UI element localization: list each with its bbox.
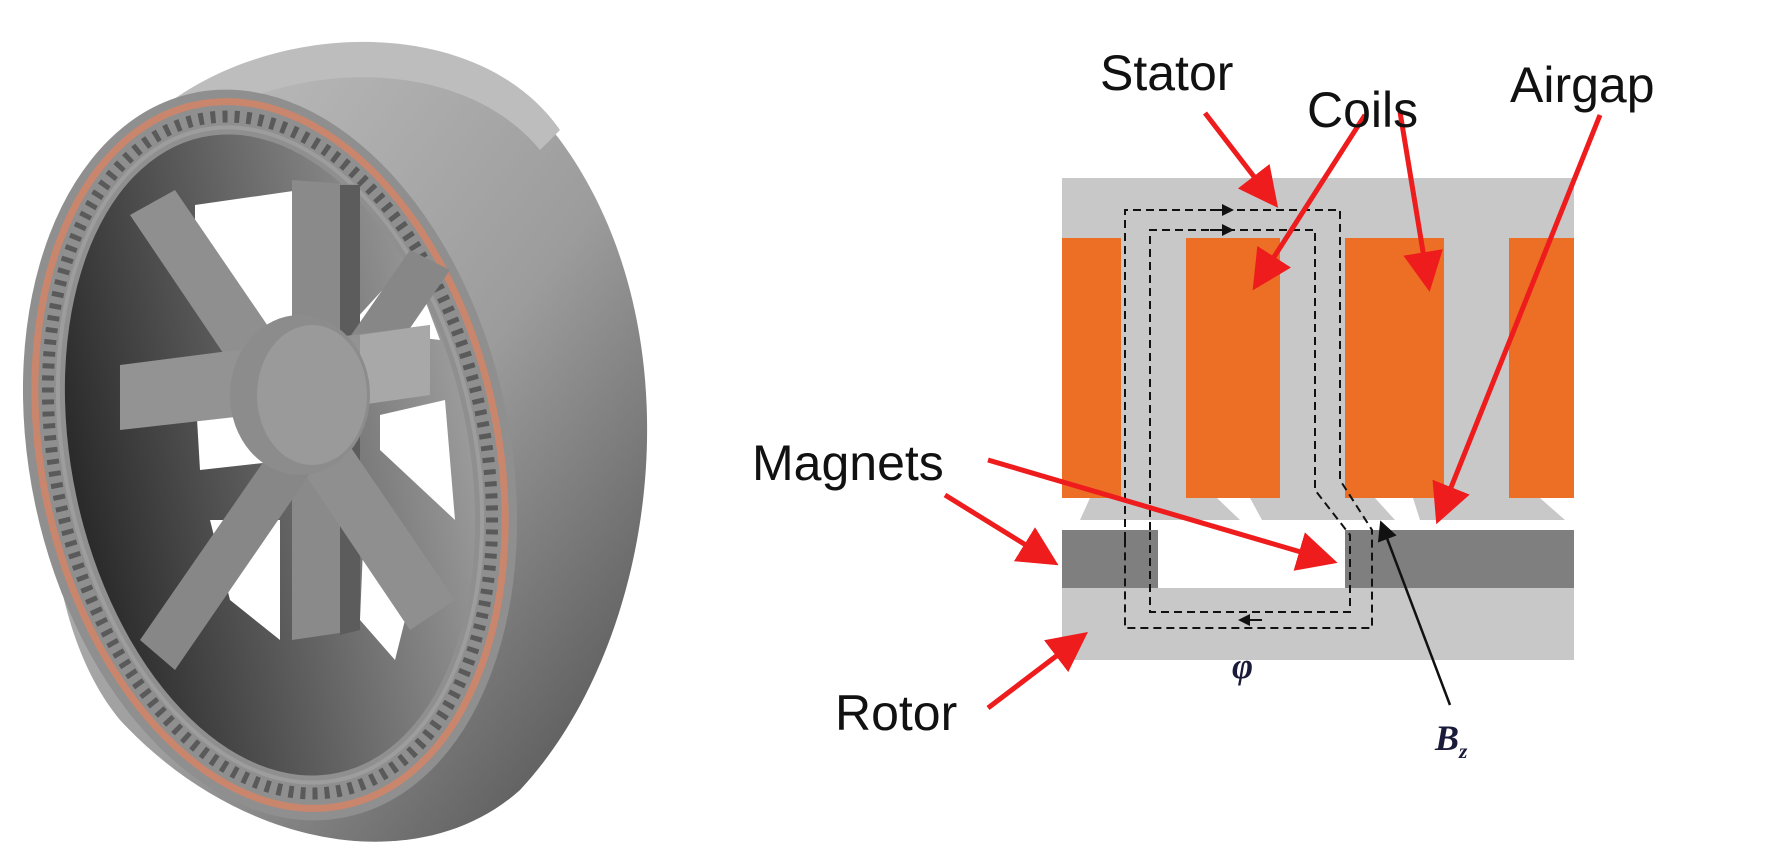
bz-letter: B xyxy=(1435,718,1460,758)
arrow-stator xyxy=(1203,111,1279,208)
label-airgap: Airgap xyxy=(1510,57,1655,113)
magnet-right xyxy=(1345,530,1574,588)
arrow-rotor xyxy=(986,631,1088,710)
copper-coil-ring xyxy=(31,98,509,812)
tooth-shoe-3 xyxy=(1413,498,1565,520)
rotor-back-iron xyxy=(1062,588,1574,660)
label-coils: Coils xyxy=(1307,82,1419,138)
arrow-coils-2 xyxy=(1397,111,1443,292)
arrow-coils-1 xyxy=(1252,113,1368,291)
arrow-magnets-left xyxy=(943,492,1059,566)
label-stator: Stator xyxy=(1100,45,1234,101)
tooth-shoe-2 xyxy=(1250,498,1395,520)
stator-teeth-ring xyxy=(41,110,499,800)
magnet-left xyxy=(1062,530,1158,588)
bz-symbol: Bz xyxy=(1435,720,1467,763)
arrow-bz xyxy=(1377,520,1452,706)
arrow-magnets-right xyxy=(987,457,1338,571)
label-rotor: Rotor xyxy=(835,685,958,741)
stator-tooth-1 xyxy=(1121,238,1186,498)
coil-slot-1 xyxy=(1062,238,1121,498)
bz-subscript: z xyxy=(1459,739,1468,764)
coil-slot-2 xyxy=(1186,238,1280,498)
label-magnets: Magnets xyxy=(752,435,944,491)
flux-symbol: φ xyxy=(1232,646,1254,686)
arrow-airgap xyxy=(1432,114,1603,525)
wheel-top-face xyxy=(120,41,560,175)
stator-tooth-2 xyxy=(1280,238,1345,498)
coil-slot-4 xyxy=(1509,238,1574,498)
flux-path xyxy=(1124,209,1373,629)
